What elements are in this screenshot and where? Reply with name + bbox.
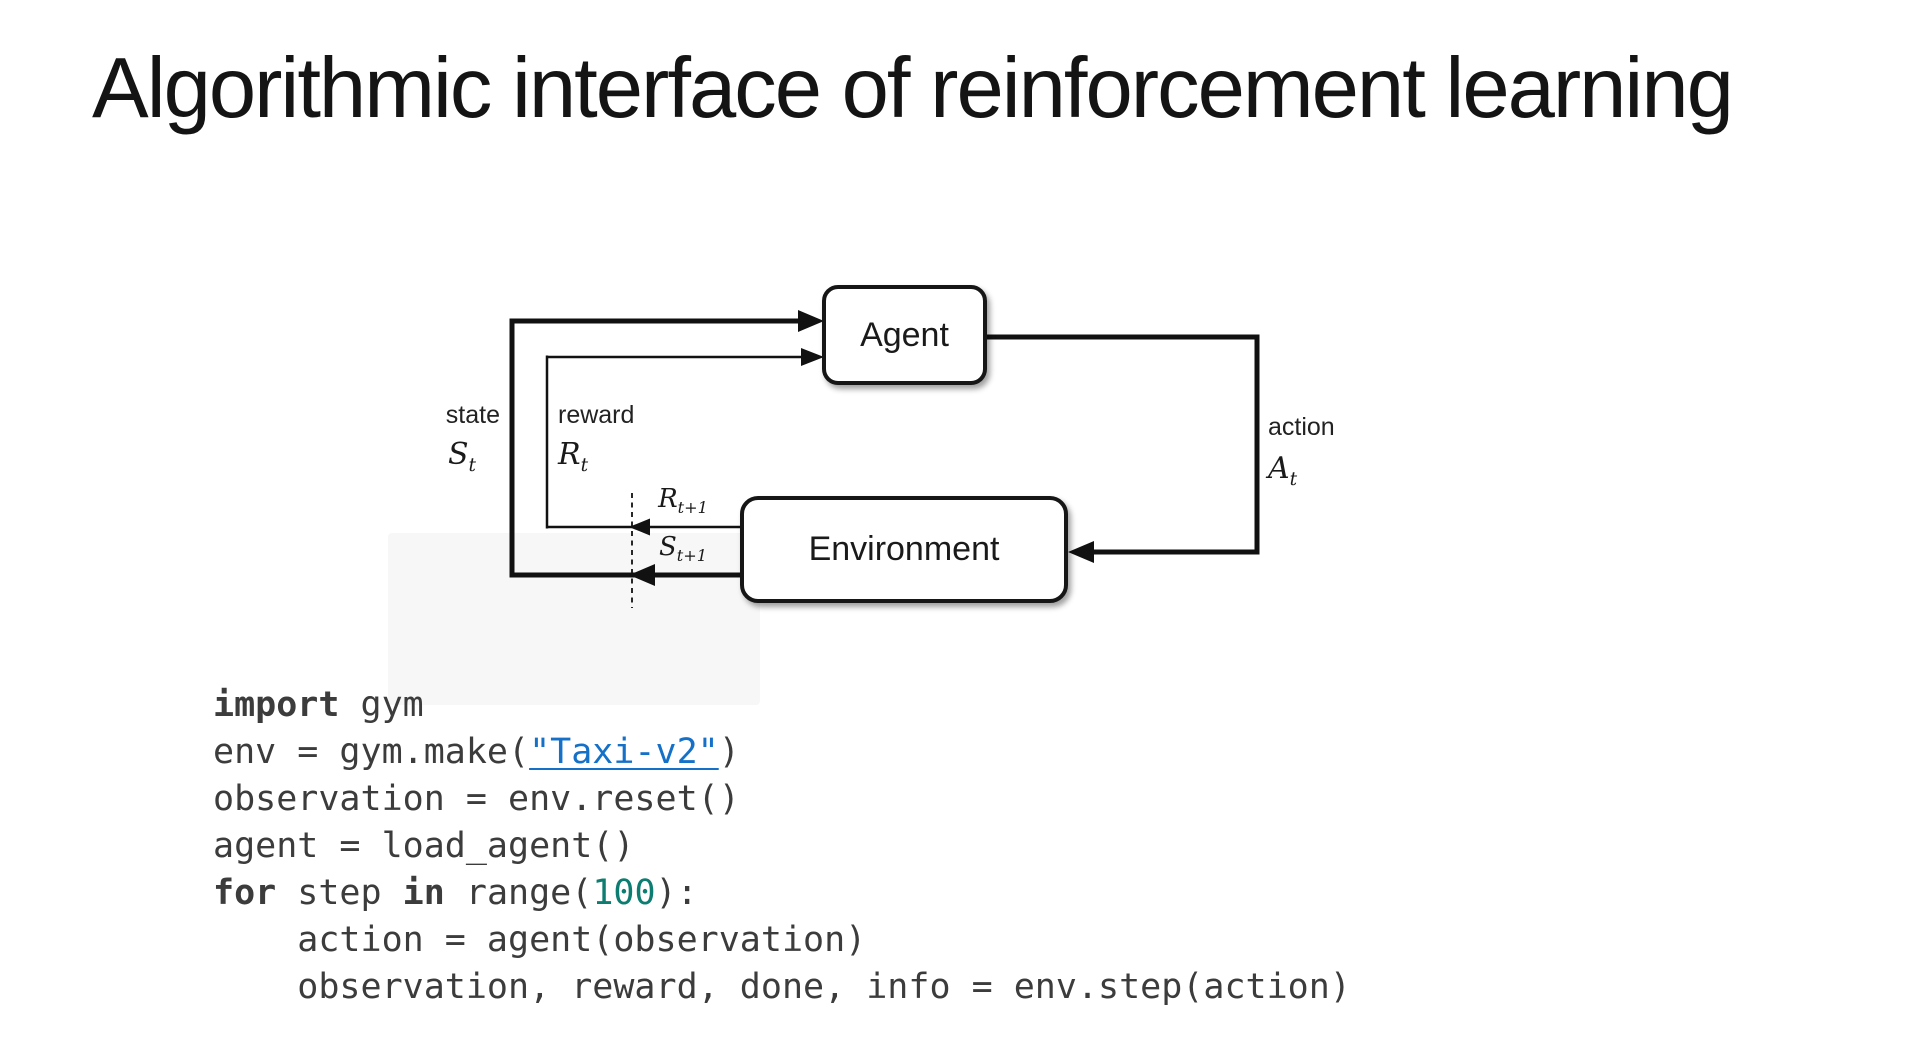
state-next-arrowhead [629,564,655,586]
reward-symbol: Rt [558,440,588,476]
action-symbol: At [1268,454,1297,490]
agent-label: Agent [860,315,949,354]
reward-next-base: R [658,484,678,514]
code-line: env = gym.make("Taxi-v2") [213,729,1351,776]
state-symbol-sub: t [468,455,476,476]
code-segment: action = agent(observation) [213,920,867,960]
code-segment: observation = env.reset() [213,779,740,819]
code-segment: for [213,873,277,913]
code-line: action = agent(observation) [213,917,1351,964]
code-segment: range( [444,873,593,913]
code-line: agent = load_agent() [213,823,1351,870]
code-line: for step in range(100): [213,870,1351,917]
reward-label: reward [558,401,635,429]
state-symbol: St [380,440,500,476]
code-line: observation, reward, done, info = env.st… [213,964,1351,1011]
code-segment: env = gym.make( [213,732,530,772]
code-segment: step [276,873,403,913]
state-arrowhead-into-agent [798,310,824,332]
code-line: import gym [213,682,1351,729]
environment-box: Environment [740,496,1068,603]
state-symbol-base: S [447,437,469,472]
code-line: observation = env.reset() [213,776,1351,823]
state-next-symbol: St+1 [640,534,726,564]
code-segment: agent = load_agent() [213,826,635,866]
state-next-sub: t+1 [676,546,708,566]
background-artifact [388,533,760,705]
reward-arrowhead-into-agent [801,348,824,366]
action-symbol-sub: t [1289,469,1298,490]
environment-label: Environment [808,530,1000,568]
reward-next-arrowhead [629,518,650,536]
action-label: action [1268,413,1335,441]
code-segment: import [213,685,340,725]
reward-symbol-base: R [558,437,581,472]
agent-box: Agent [822,285,987,385]
action-arrowhead-into-environment [1068,541,1094,563]
taxi-env-link[interactable]: "Taxi-v2" [529,732,719,772]
reward-next-symbol: Rt+1 [640,486,726,516]
slide-title: Algorithmic interface of reinforcement l… [92,41,1734,136]
code-segment: gym [339,685,424,725]
state-next-base: S [658,532,677,562]
code-segment: observation, reward, done, info = env.st… [213,967,1351,1007]
code-segment: in [402,873,445,913]
reward-symbol-sub: t [580,455,589,476]
reward-next-sub: t+1 [677,498,708,518]
code-segment: ): [655,873,698,913]
code-segment: 100 [592,873,656,913]
action-symbol-base: A [1268,451,1290,486]
state-label: state [445,401,500,429]
code-segment: ) [718,732,740,772]
